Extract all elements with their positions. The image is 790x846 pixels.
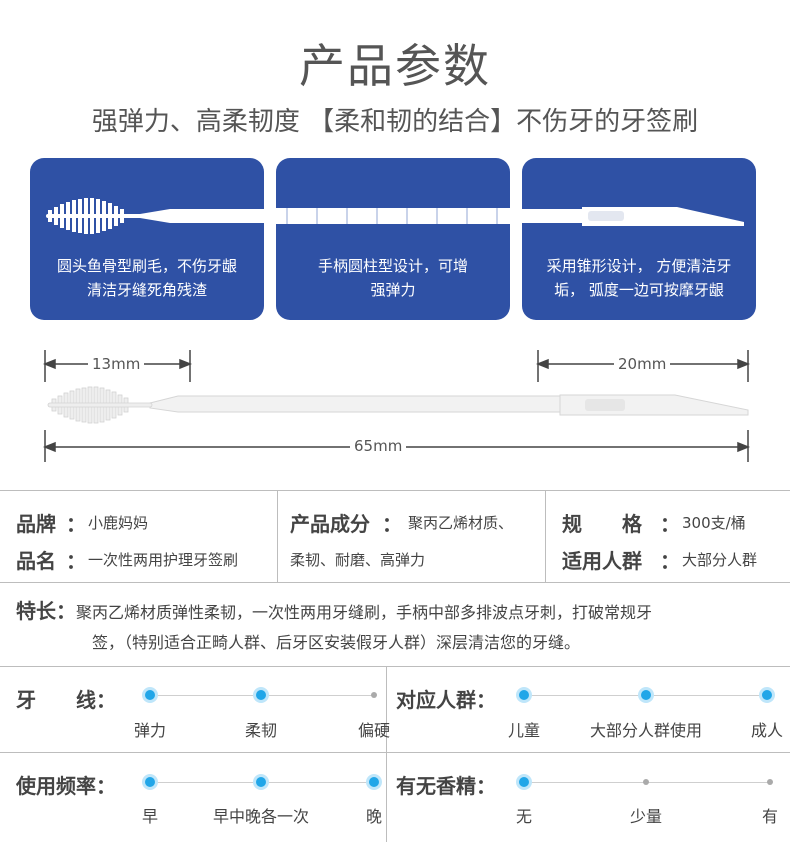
handle-illustration: [276, 208, 510, 224]
scale-dot: [145, 690, 155, 700]
feature-card-handle: 手柄圆柱型设计，可增 强弹力: [276, 158, 510, 320]
card-caption: 采用锥形设计， 方便清洁牙 垢， 弧度一边可按摩牙龈: [546, 257, 732, 299]
scale-dot: [256, 777, 266, 787]
features-text-1: 聚丙乙烯材质弹性柔韧，一次性两用牙缝刷，手柄中部多排波点牙刺，打破常规牙: [76, 603, 653, 622]
page-title: 产品参数: [299, 39, 491, 93]
colon: ：: [660, 512, 680, 536]
product-name-label: 品名: [16, 549, 56, 573]
spec-label: 规 格: [562, 512, 642, 536]
scale-dot: [641, 690, 651, 700]
features-text-2: 签，（特别适合正畸人群、后牙区安装假牙人群）深层清洁您的牙缝。: [92, 633, 581, 652]
scale-dot: [256, 690, 266, 700]
features-block: 特长：聚丙乙烯材质弹性柔韧，一次性两用牙缝刷，手柄中部多排波点牙刺，打破常规牙 …: [16, 596, 786, 658]
scale-dot: [643, 779, 649, 785]
dimension-total-label: 65mm: [350, 437, 407, 455]
scale-tick-label: 早: [141, 807, 158, 826]
audience-value: 大部分人群: [682, 551, 758, 569]
card-caption: 手柄圆柱型设计，可增 强弹力: [317, 257, 468, 299]
features-label: 特长: [16, 599, 56, 623]
dimension-head-label: 13mm: [88, 355, 145, 373]
scale-dot: [369, 777, 379, 787]
divider: [545, 490, 546, 582]
scale-tick-label: 无: [515, 807, 532, 826]
scale-dot: [762, 690, 772, 700]
brush-head-illustration: [46, 198, 264, 234]
dimension-tip-label: 20mm: [614, 355, 671, 373]
audience-label: 适用人群: [562, 549, 642, 573]
scale-label: 对应人群：: [396, 688, 496, 712]
divider: [386, 666, 387, 842]
scale-dot: [519, 690, 529, 700]
divider: [0, 490, 790, 491]
feature-card-brush-head: 圆头鱼骨型刷毛，不伤牙龈 清洁牙缝死角残渣: [30, 158, 264, 320]
scale-label: 牙 线：: [16, 688, 116, 712]
scale-tick-label: 早中晚各一次: [212, 807, 309, 826]
colon: ：: [66, 549, 86, 573]
tapered-tip-illustration: [522, 207, 744, 226]
scale-tick-label: 偏硬: [357, 721, 390, 740]
colon: ：: [56, 599, 76, 623]
scale-tick-label: 晚: [365, 807, 382, 826]
scale-tick-label: 儿童: [507, 721, 540, 740]
scale-dot: [145, 777, 155, 787]
brand-label: 品牌: [16, 512, 56, 536]
ingredients-value-cont: 柔韧、耐磨、高弹力: [290, 551, 426, 569]
divider: [0, 666, 790, 667]
divider: [277, 490, 278, 582]
scale-tick-label: 成人: [750, 721, 783, 740]
scale-tick-label: 大部分人群使用: [589, 721, 702, 740]
ingredients-value: 聚丙乙烯材质、: [408, 514, 514, 532]
scale-dot: [519, 777, 529, 787]
brand-value: 小鹿妈妈: [88, 514, 149, 532]
divider: [0, 582, 790, 583]
product-name-value: 一次性两用护理牙签刷: [88, 551, 239, 569]
scale-label: 有无香精：: [396, 774, 496, 798]
colon: ：: [660, 549, 680, 573]
colon: ：: [382, 512, 402, 536]
ingredients-label: 产品成分: [290, 512, 370, 536]
spec-value: 300支/桶: [682, 514, 746, 532]
page-subtitle: 强弹力、高柔韧度 【柔和韧的结合】不伤牙的牙签刷: [91, 107, 699, 137]
scale-dot: [767, 779, 773, 785]
colon: ：: [66, 512, 86, 536]
feature-card-tapered-tip: 采用锥形设计， 方便清洁牙 垢， 弧度一边可按摩牙龈: [522, 158, 756, 320]
scale-tick-label: 弹力: [133, 721, 166, 740]
card-caption: 圆头鱼骨型刷毛，不伤牙龈 清洁牙缝死角残渣: [56, 257, 237, 299]
scale-label: 使用频率：: [16, 774, 116, 798]
scale-tick-label: 有: [761, 807, 778, 826]
scale-tick-label: 柔韧: [244, 721, 277, 740]
scale-tick-label: 少量: [629, 807, 662, 826]
divider: [0, 752, 790, 753]
scale-dot: [371, 692, 377, 698]
